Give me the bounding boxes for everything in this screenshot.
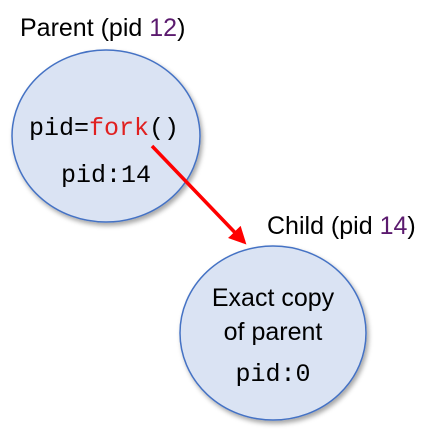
child-desc-line2: of parent (224, 318, 323, 346)
fork-keyword: fork (89, 114, 149, 143)
parent-process-circle (11, 49, 201, 223)
parent-pid-value: pid:14 (61, 161, 151, 190)
parent-code-var: pid= (29, 114, 89, 143)
child-title-prefix: Child (pid (267, 212, 380, 240)
parent-title-pid: 12 (149, 14, 177, 42)
parent-fork-call: pid=fork() (29, 114, 179, 143)
parent-title: Parent (pid 12) (20, 14, 185, 42)
child-desc-line1: Exact copy (212, 284, 335, 312)
fork-arrow (150, 144, 247, 245)
parent-code-parens: () (149, 114, 179, 143)
child-pid-value: pid:0 (235, 360, 310, 389)
child-process-circle (179, 245, 367, 421)
parent-title-suffix: ) (177, 14, 185, 42)
child-title: Child (pid 14) (267, 212, 416, 240)
child-title-pid: 14 (380, 212, 408, 240)
child-title-suffix: ) (407, 212, 415, 240)
parent-title-prefix: Parent (pid (20, 14, 149, 42)
